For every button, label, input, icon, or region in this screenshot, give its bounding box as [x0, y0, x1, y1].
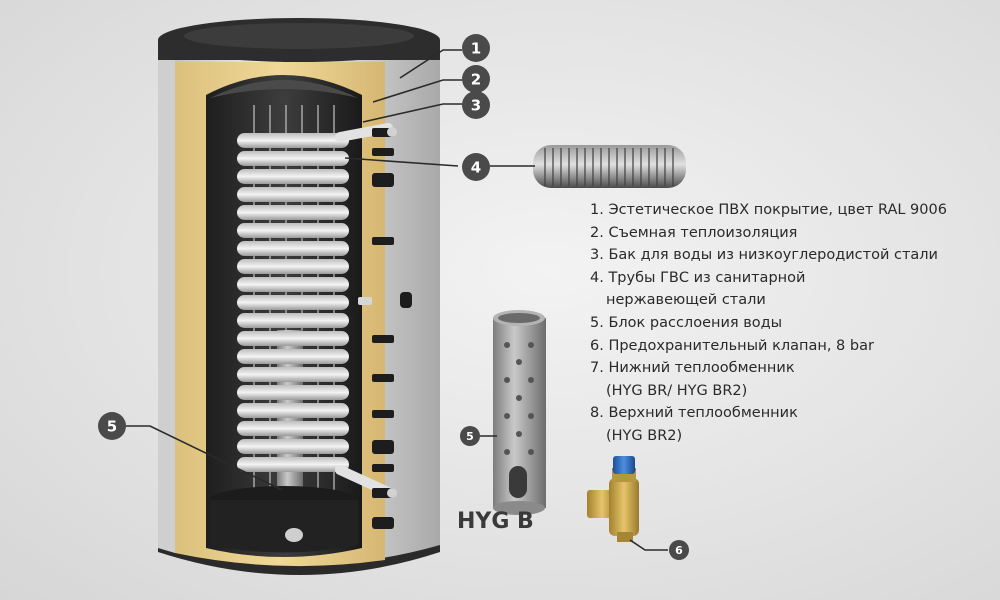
legend-item-1: 1. Эстетическое ПВХ покрытие, цвет RAL 9…: [590, 202, 947, 218]
legend-item-5: 5. Блок расслоения воды: [590, 314, 783, 331]
leader-lines: [124, 49, 668, 551]
svg-text:6: 6: [675, 544, 683, 557]
callout-3: 3: [462, 91, 490, 119]
legend-item-3: 3. Бак для воды из низкоуглеродистой ста…: [590, 247, 938, 264]
svg-text:5: 5: [466, 430, 474, 443]
side-nozzles: [358, 127, 412, 529]
safety-valve-image: [587, 456, 639, 542]
legend-item-6: 6. Предохранительный клапан, 8 bar: [590, 337, 874, 354]
legend-item-4: 4. Трубы ГВС из санитарной: [590, 269, 806, 286]
svg-text:3: 3: [471, 97, 481, 115]
legend-item-7: 7. Нижний теплообменник: [590, 360, 795, 377]
callout-2: 2: [462, 65, 490, 93]
product-label: HYG B: [457, 509, 534, 534]
svg-text:2: 2: [471, 71, 481, 89]
flex-pipe-image: [533, 145, 686, 188]
legend-item-8: 8. Верхний теплообменник: [590, 405, 798, 422]
callout-5-tank: 5: [98, 412, 126, 440]
svg-text:5: 5: [107, 418, 117, 436]
callout-4: 4: [462, 153, 490, 181]
svg-text:4: 4: [471, 159, 481, 177]
stratification-tube-image: [493, 310, 546, 515]
legend-item-7-cont: (HYG BR/ HYG BR2): [606, 382, 748, 399]
callout-1: 1: [462, 34, 490, 62]
callout-6-valve: 6: [669, 540, 689, 560]
legend-item-2: 2. Съемная теплоизоляция: [590, 224, 798, 241]
boiler-tank: [158, 18, 440, 575]
heat-exchanger-coil: [237, 123, 393, 497]
legend-item-8-cont: (HYG BR2): [606, 427, 683, 444]
legend-list: 1. Эстетическое ПВХ покрытие, цвет RAL 9…: [590, 199, 990, 448]
legend-item-4-cont: нержавеющей стали: [606, 292, 766, 309]
callout-5-tube: 5: [460, 426, 480, 446]
svg-text:1: 1: [471, 40, 481, 58]
